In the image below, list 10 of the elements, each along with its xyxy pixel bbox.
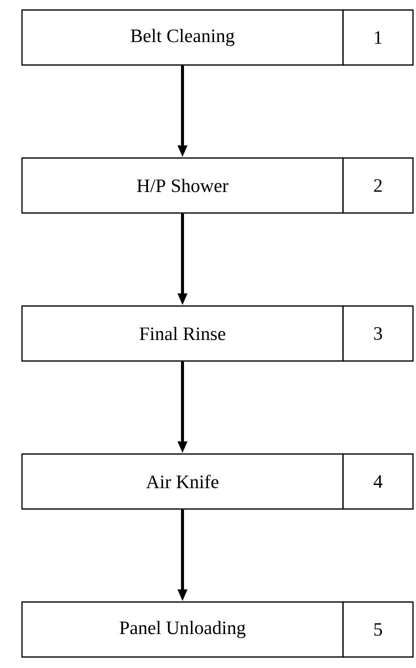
number-box: 3 (342, 305, 414, 362)
number-box: 2 (342, 157, 414, 214)
process-box: H/P Shower (21, 157, 344, 214)
number-box: 5 (342, 601, 414, 658)
process-box: Final Rinse (21, 305, 344, 362)
process-box: Panel Unloading (21, 601, 344, 658)
process-box: Air Knife (21, 453, 344, 510)
number-box: 4 (342, 453, 414, 510)
number-box: 1 (342, 9, 414, 66)
process-box: Belt Cleaning (21, 9, 344, 66)
